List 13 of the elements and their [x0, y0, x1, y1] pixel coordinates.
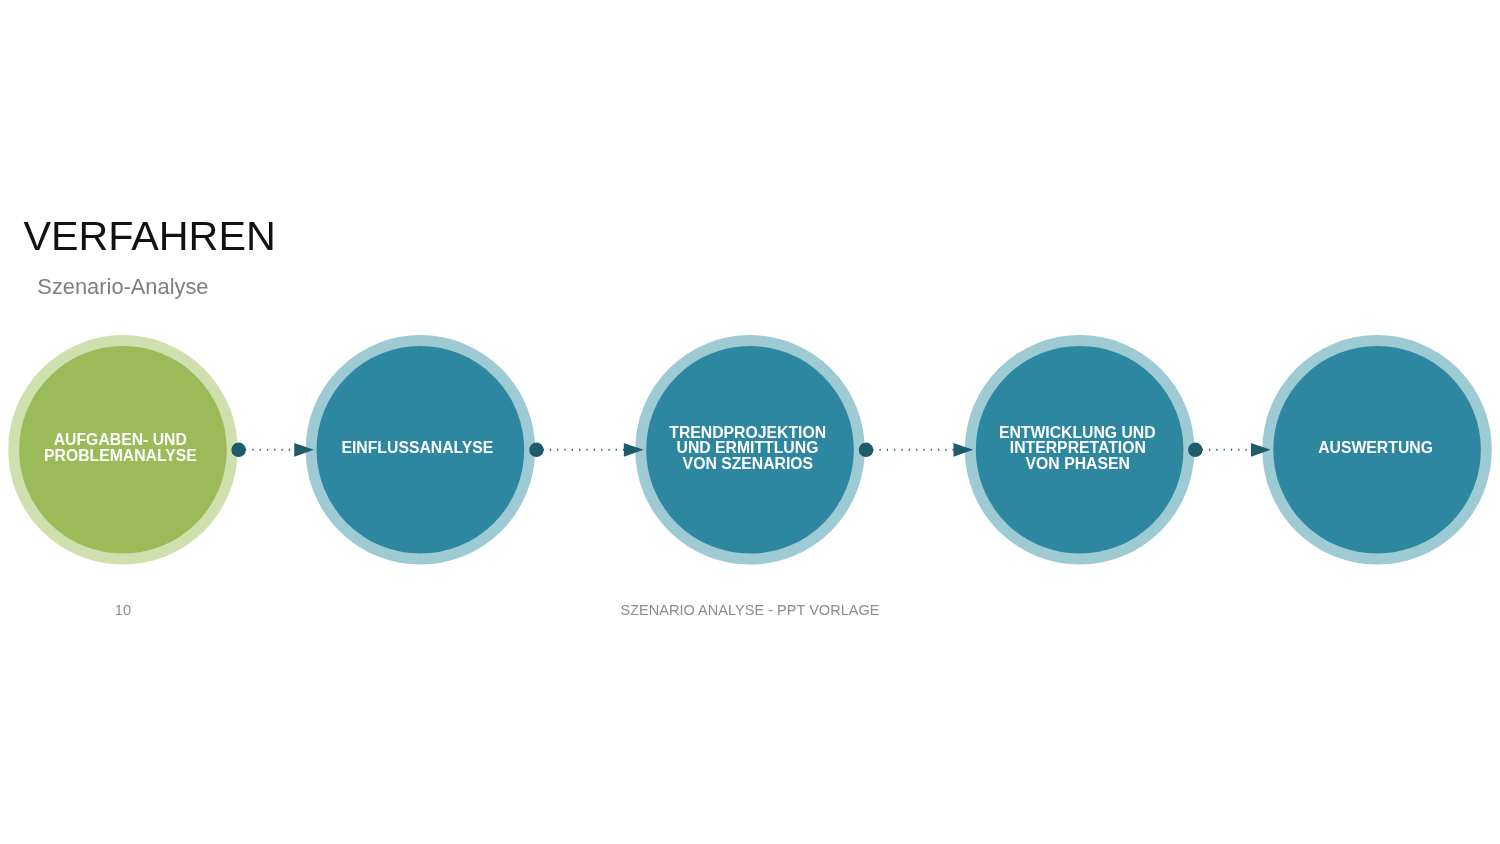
node-circle: AUSWERTUNG [1262, 334, 1492, 565]
arrow [529, 442, 644, 457]
label: Szenario-Analyse [37, 273, 209, 299]
label: SZENARIO ANALYSE - PPT VORLAGE [620, 601, 880, 618]
node-circle: TRENDPROJEKTION UND ERMITTLUNG VON SZENARIOS [635, 334, 865, 565]
diagram-title: VERFAHREN [23, 212, 276, 259]
node-circle: ENTWICKLUNG UND INTERPRETATION VON PHASEN [964, 334, 1195, 565]
arrow [858, 442, 974, 457]
arrow [231, 442, 314, 457]
node-circle: EINFLUSSANALYSE [305, 334, 536, 565]
arrow [1188, 442, 1271, 457]
node-circle: AUFGABEN- UND PROBLEMANALYSE [8, 334, 238, 565]
label: 10 [114, 601, 132, 618]
